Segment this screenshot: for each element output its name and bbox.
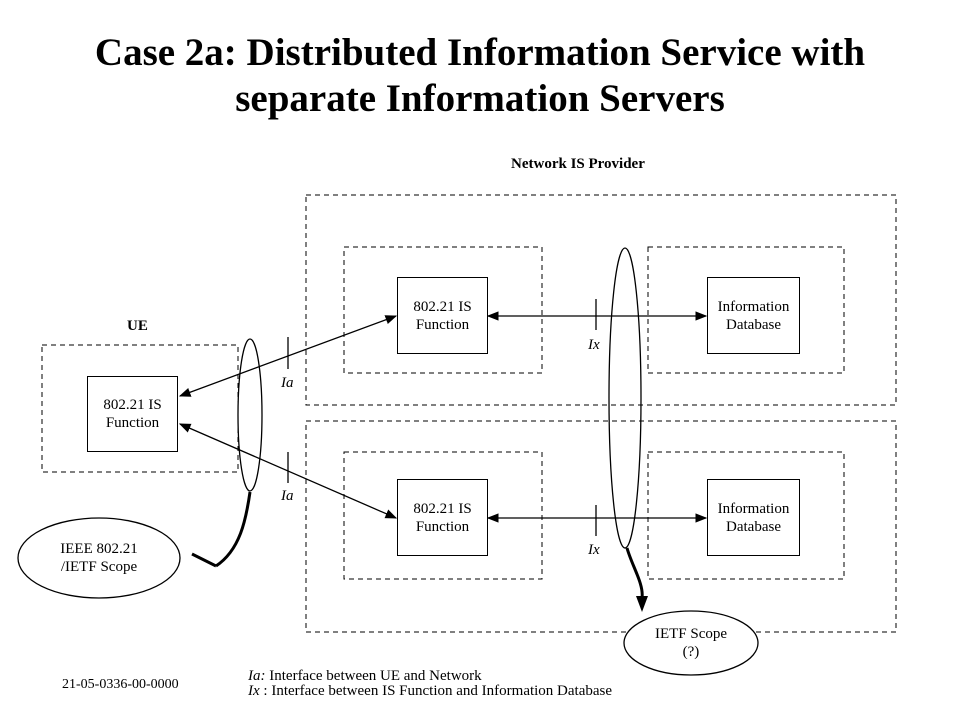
- ietf-scope-pointer-arrowhead: [636, 596, 648, 612]
- network-is-provider-label: Network IS Provider: [511, 156, 645, 172]
- ietf-scope-pointer: [625, 547, 644, 599]
- ietf-scope-line2: (?): [682, 644, 700, 660]
- ix-scope-ellipse: [608, 247, 642, 549]
- ia-scope-ellipse: [237, 338, 263, 492]
- ix-label-top: Ix: [588, 337, 600, 353]
- ieee-scope-bubble: [17, 517, 181, 599]
- ia-label-bottom: Ia: [281, 488, 294, 504]
- ieee-scope-label: IEEE 802.21/IETF Scope: [22, 524, 176, 592]
- legend-ix-key: Ix: [248, 683, 260, 699]
- server2-db-line2: Database: [726, 518, 781, 535]
- ieee-scope-pointer-head: [191, 552, 217, 568]
- ue-is-function-line1: 802.21 IS: [103, 397, 162, 413]
- ue-is-function-box: 802.21 IS Function: [87, 376, 178, 452]
- document-id: 21-05-0336-00-0000: [62, 677, 179, 692]
- legend-ix-text: : Interface between IS Function and Info…: [259, 683, 613, 699]
- network-provider-group-top: [305, 194, 897, 406]
- ia-label-top: Ia: [281, 375, 294, 391]
- ia-arrow-top: [178, 315, 398, 397]
- slide-title: Case 2a: Distributed Information Service…: [0, 30, 960, 122]
- network-provider-group-bottom: [305, 420, 897, 633]
- ue-label: UE: [127, 318, 148, 334]
- ieee-scope-pointer: [215, 491, 252, 568]
- server1-db-container: [647, 246, 845, 374]
- ieee-scope-line1: IEEE 802.21: [60, 541, 138, 557]
- ieee-scope-line2: /IETF Scope: [60, 559, 138, 575]
- server1-is-function-line1: 802.21 IS: [413, 298, 472, 315]
- legend-ia-text: Interface between UE and Network: [265, 668, 482, 684]
- ietf-scope-bubble: [623, 610, 759, 676]
- server2-is-function-line2: Function: [415, 518, 470, 535]
- server2-db-line1: Information: [717, 500, 790, 517]
- title-line-1: Case 2a: Distributed Information Service…: [94, 31, 866, 74]
- ia-arrow-bottom: [178, 423, 398, 519]
- server1-func-container: [343, 246, 543, 374]
- legend-ia-row: Ia: Interface between UE and Network: [248, 669, 612, 684]
- legend: Ia: Interface between UE and Network Ix …: [248, 669, 612, 699]
- server1-db-line2: Database: [726, 316, 781, 333]
- title-line-2: separate Information Servers: [235, 77, 725, 120]
- legend-ix-row: Ix : Interface between IS Function and I…: [248, 684, 612, 699]
- ix-label-bottom: Ix: [588, 542, 600, 558]
- ue-is-function-line2: Function: [105, 415, 160, 431]
- server1-db-line1: Information: [717, 298, 790, 315]
- ietf-scope-label: IETF Scope (?): [626, 613, 756, 673]
- server2-is-function-line1: 802.21 IS: [413, 500, 472, 517]
- legend-ia-key: Ia:: [248, 668, 266, 684]
- ietf-scope-line1: IETF Scope: [654, 626, 728, 642]
- server1-is-function-line2: Function: [415, 316, 470, 333]
